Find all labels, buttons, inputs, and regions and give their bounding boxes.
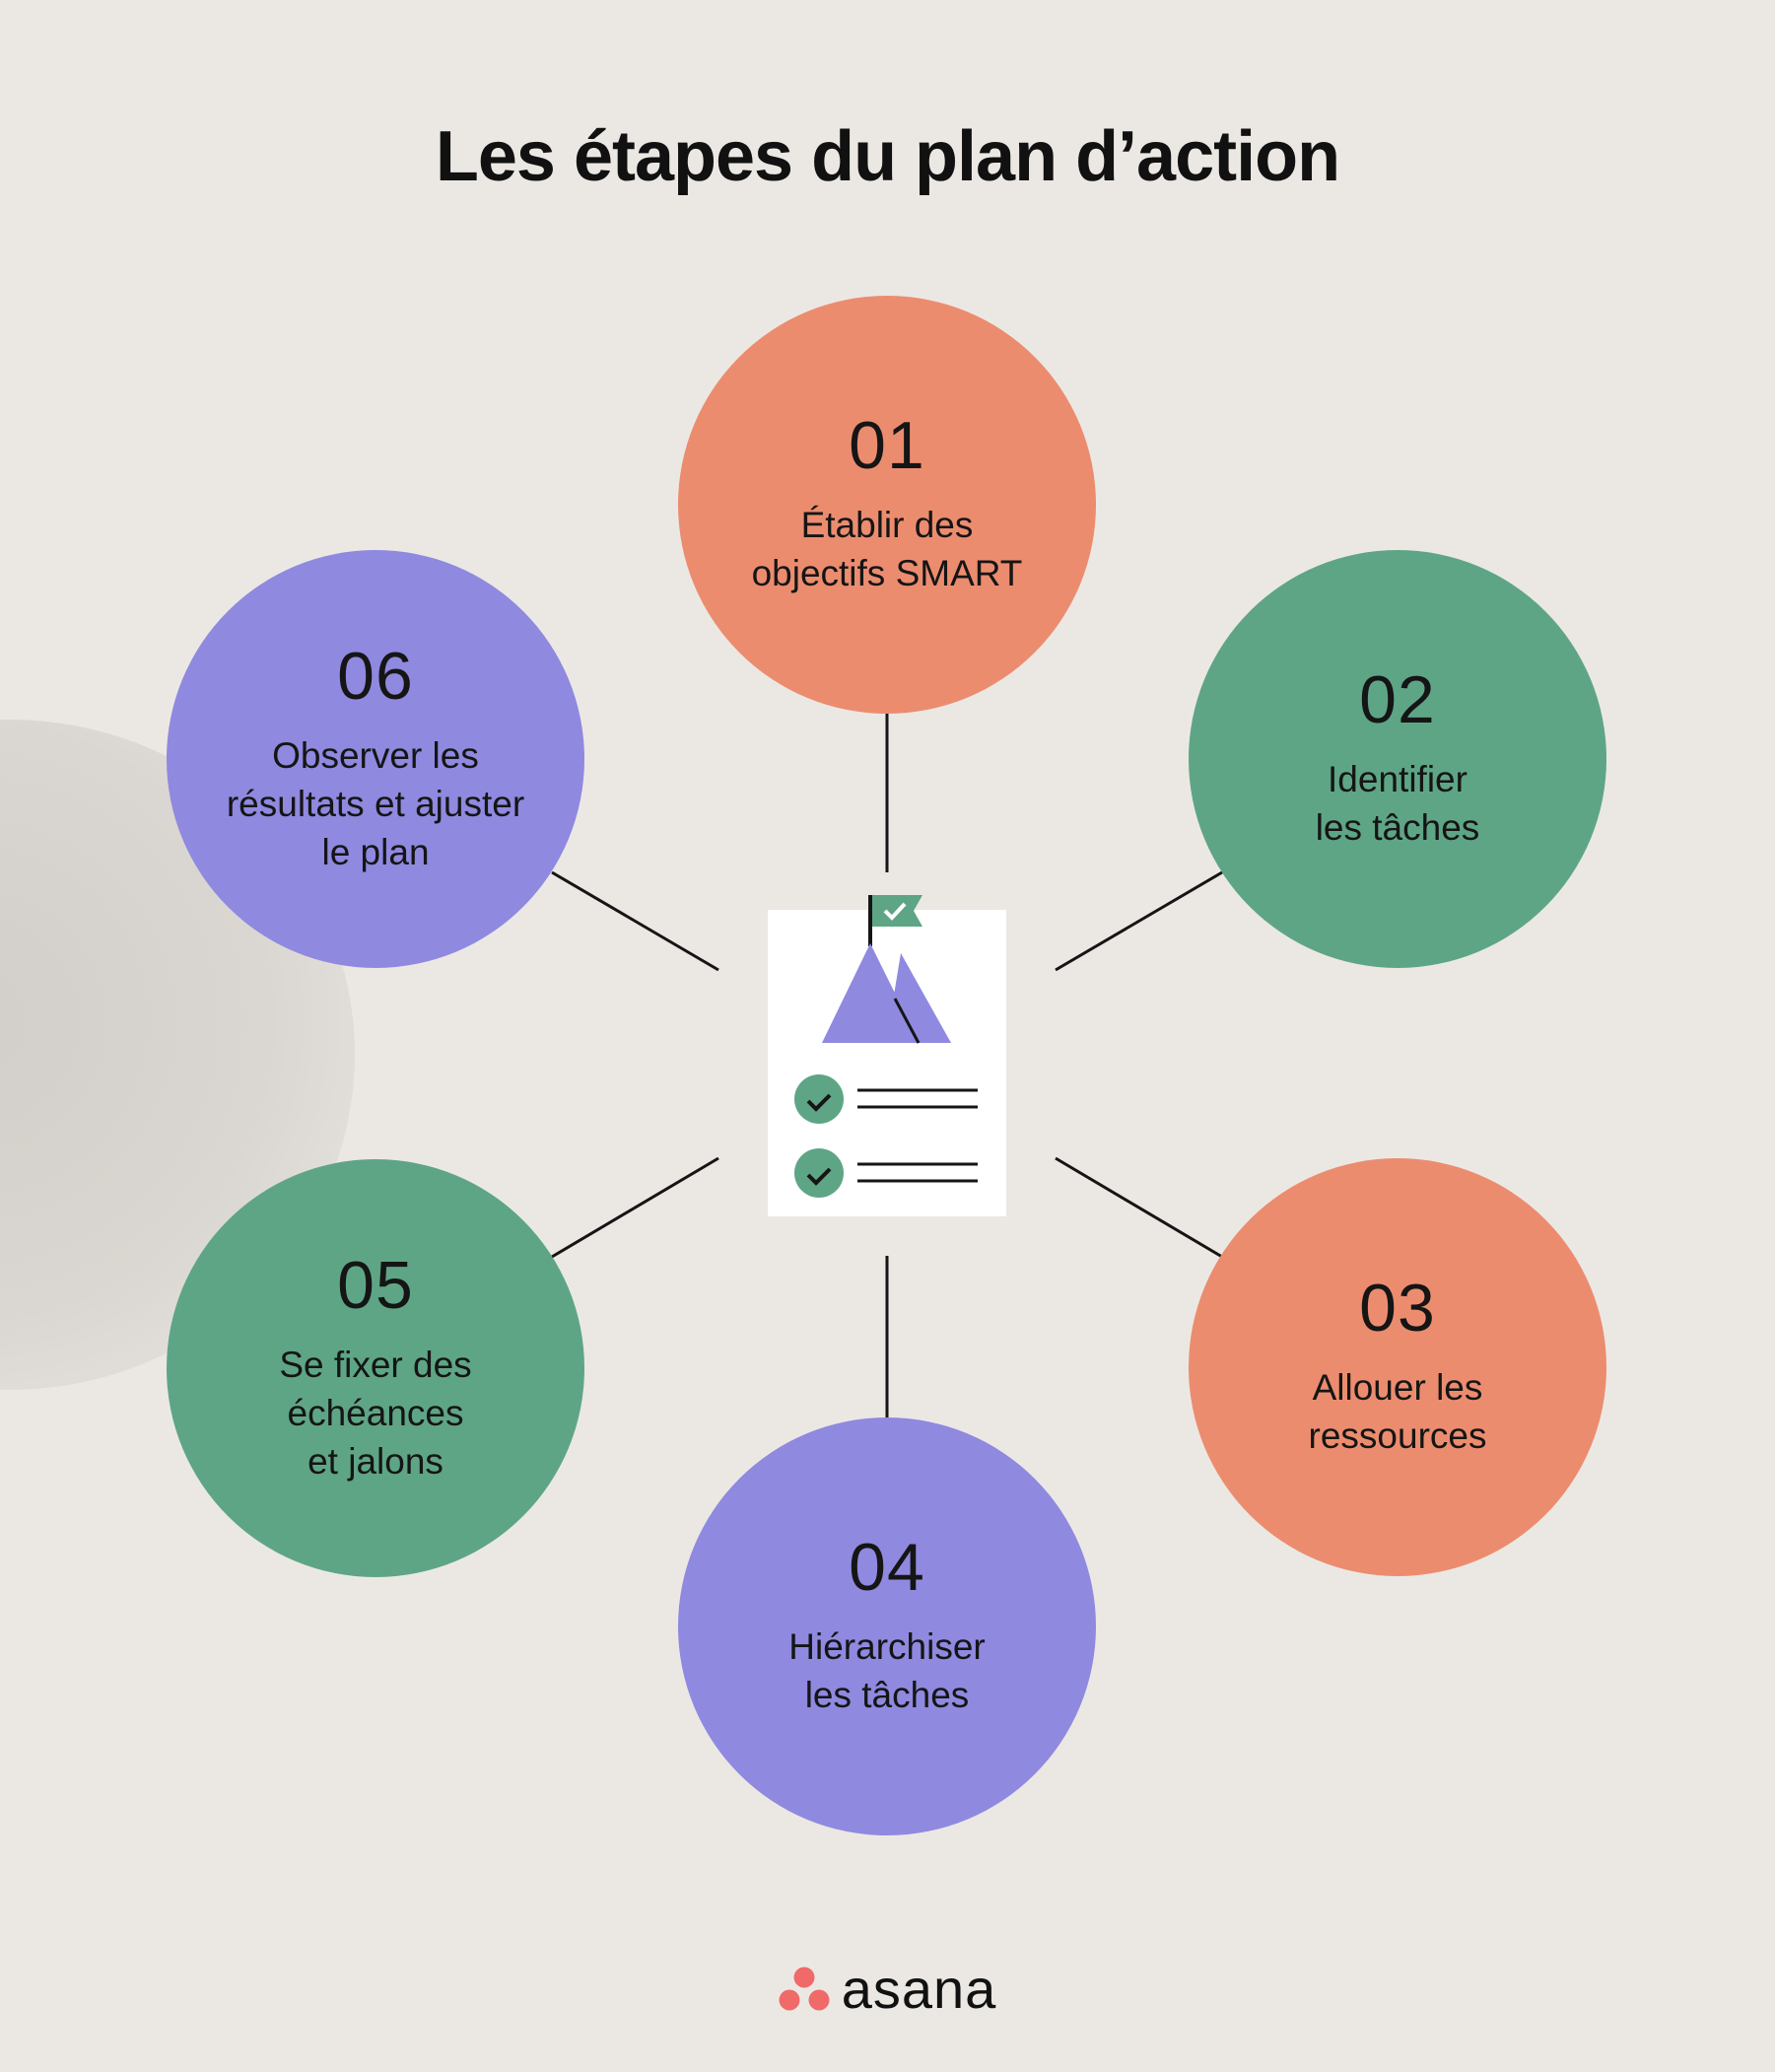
check-circle-icon xyxy=(794,1148,844,1198)
step-number: 01 xyxy=(849,408,925,483)
step-02-circle: 02 Identifier les tâches xyxy=(1189,550,1606,968)
step-number: 04 xyxy=(849,1530,925,1605)
step-number: 02 xyxy=(1359,662,1436,737)
plan-illustration xyxy=(794,895,978,1198)
step-01-circle: 01 Établir des objectifs SMART xyxy=(678,296,1096,714)
step-05-circle: 05 Se fixer des échéances et jalons xyxy=(167,1159,584,1577)
asana-logo: asana xyxy=(0,1962,1775,2017)
mountain-icon xyxy=(822,943,951,1044)
page-title: Les étapes du plan d’action xyxy=(435,117,1340,196)
check-circle-icon xyxy=(794,1074,844,1124)
connector-06 xyxy=(551,870,719,972)
asana-wordmark: asana xyxy=(841,1958,997,2020)
step-label: Allouer les ressources xyxy=(1308,1367,1487,1456)
step-03-circle: 03 Allouer les ressources xyxy=(1189,1158,1606,1576)
step-06-circle: 06 Observer les résultats et ajuster le … xyxy=(167,550,584,968)
step-04-circle: 04 Hiérarchiser les tâches xyxy=(678,1417,1096,1835)
asana-dots-icon xyxy=(779,1967,830,2011)
connector-02 xyxy=(1055,870,1223,972)
step-label: Identifier les tâches xyxy=(1315,759,1480,848)
connector-05 xyxy=(551,1156,719,1259)
step-label: Hiérarchiser les tâches xyxy=(788,1626,986,1715)
step-number: 06 xyxy=(337,638,414,714)
flag-check-icon xyxy=(868,895,922,946)
step-label: Établir des objectifs SMART xyxy=(751,505,1023,593)
connector-03 xyxy=(1055,1156,1223,1259)
step-label: Se fixer des échéances et jalons xyxy=(279,1344,472,1482)
step-number: 05 xyxy=(337,1247,414,1323)
step-label: Observer les résultats et ajuster le pla… xyxy=(226,734,525,872)
step-number: 03 xyxy=(1359,1271,1436,1346)
